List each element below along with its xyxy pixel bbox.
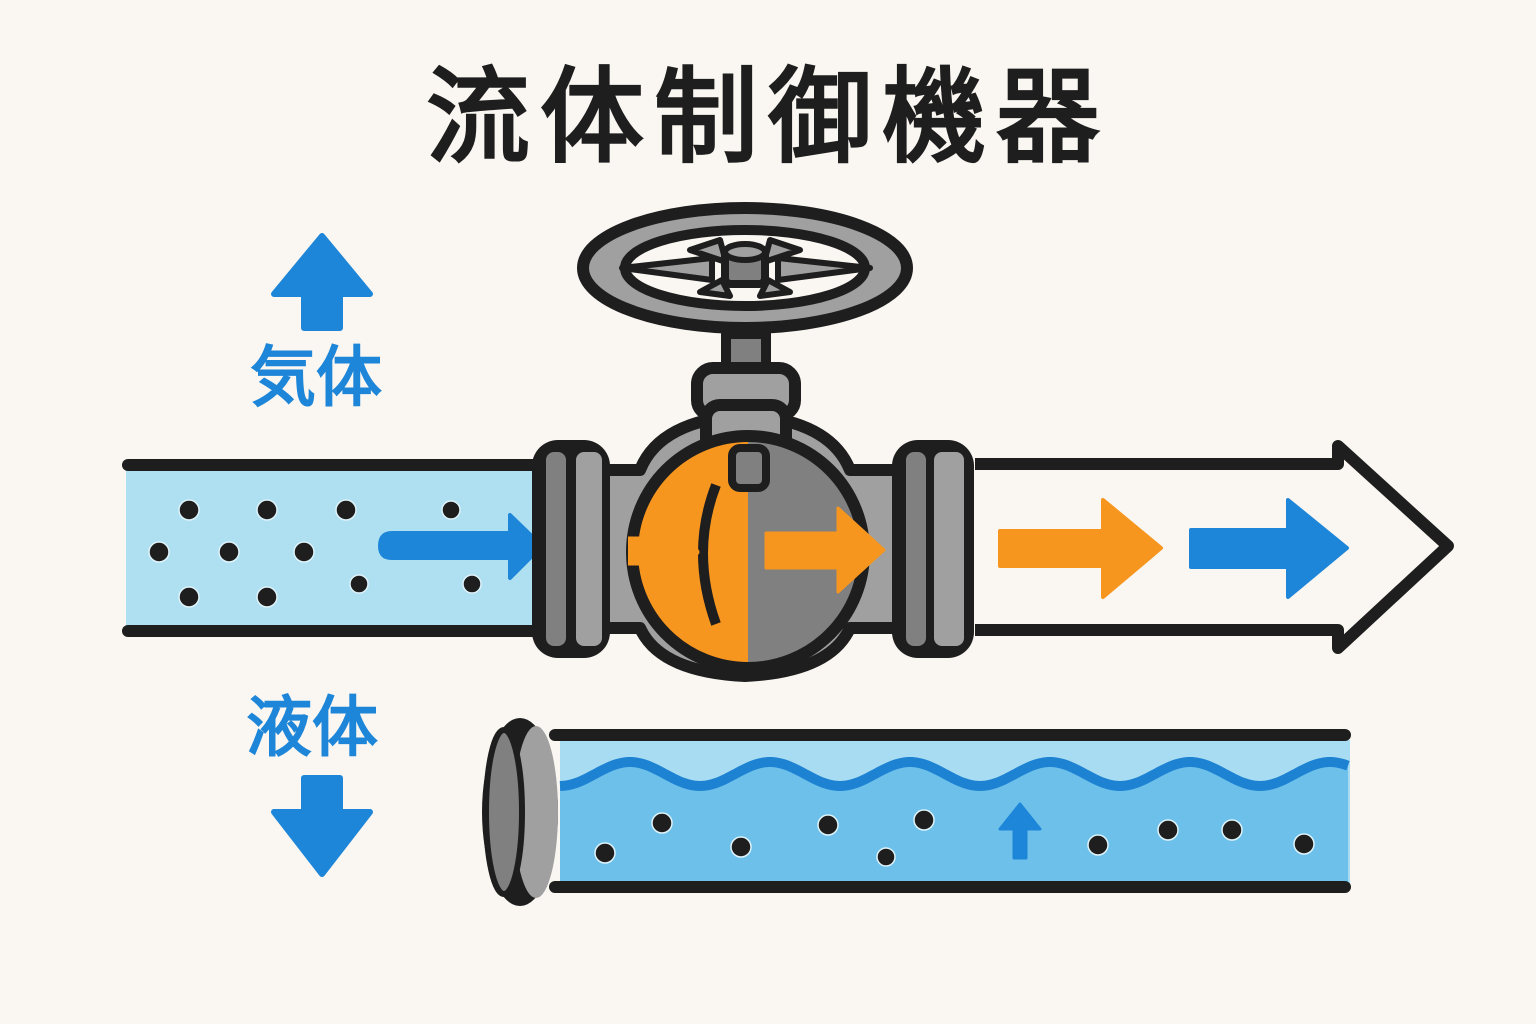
gas-particles	[148, 499, 482, 608]
liquid-particles	[594, 809, 1315, 867]
outlet-pipe-arrow	[975, 440, 1454, 654]
arrow-down-icon	[271, 775, 373, 877]
arrow-up-icon	[998, 802, 1042, 860]
arrow-right-icon	[998, 498, 1163, 599]
gas-label: 気体	[250, 339, 382, 416]
inlet-gas-pipe	[122, 459, 566, 637]
liquid-pipe	[482, 718, 1351, 906]
gate-valve-handwheel-icon	[532, 202, 974, 682]
arrow-right-icon	[1189, 498, 1349, 599]
arrow-right-icon	[378, 513, 544, 580]
liquid-label: 液体	[246, 689, 378, 766]
arrow-up-icon	[271, 233, 373, 331]
page-title: 流体制御機器	[425, 56, 1110, 178]
